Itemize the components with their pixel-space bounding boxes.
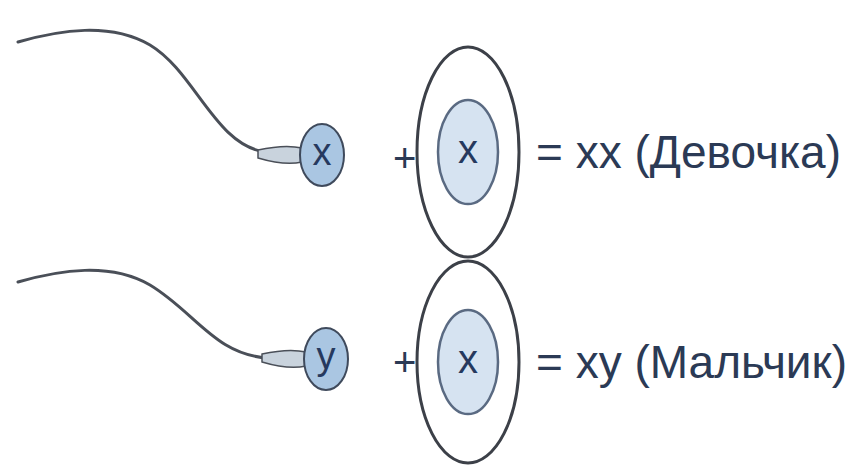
plus-sign: + [393, 138, 416, 178]
result-label: = xx (Девочка) [536, 129, 841, 175]
egg-cell: x [415, 45, 521, 259]
sperm-tail [18, 270, 296, 359]
chromosome-letter: x [458, 339, 478, 379]
sperm-neck [262, 350, 306, 367]
sperm-head: x [298, 122, 346, 188]
plus-sign: + [393, 342, 416, 382]
egg-cell: x [415, 259, 521, 465]
chromosome-letter: y [317, 337, 336, 375]
chromosome-letter: x [313, 133, 332, 171]
chromosome-letter: x [458, 129, 478, 169]
sperm-neck [258, 146, 302, 163]
result-label: = xy (Мальчик) [536, 339, 847, 385]
sperm-head: y [302, 326, 350, 392]
sperm-tail [18, 30, 292, 155]
